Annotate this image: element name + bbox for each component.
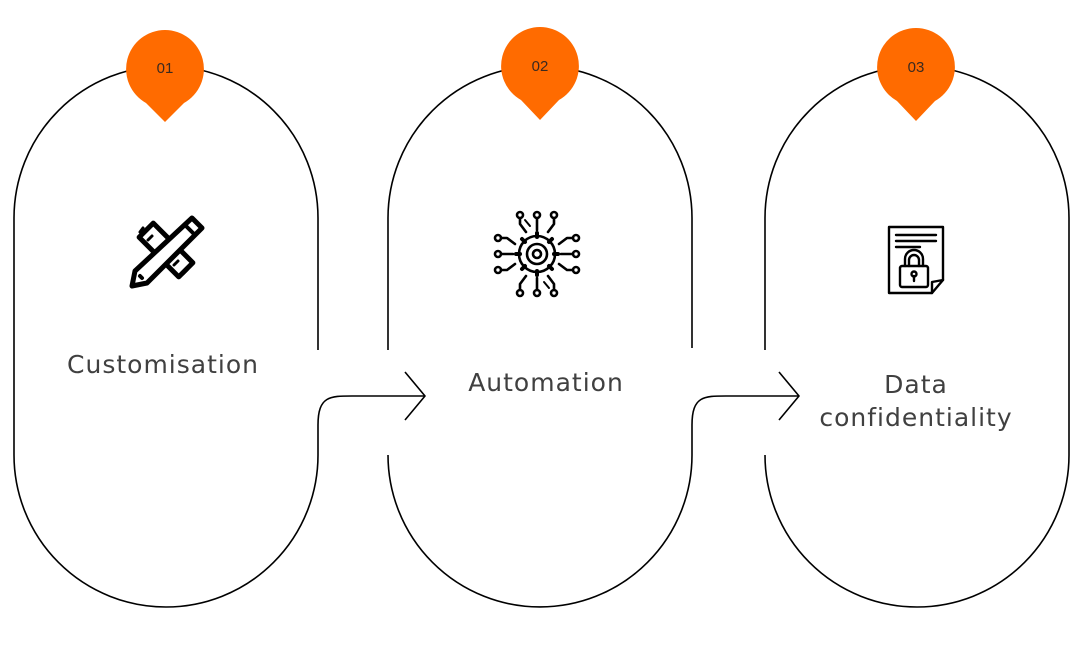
step-marker-3: 03 (877, 28, 955, 121)
step-label-3: Data confidentiality (796, 368, 1036, 434)
step-label-3-line-1: Data (884, 370, 948, 399)
arrowhead-2 (778, 371, 800, 421)
gear-circuit-icon (493, 210, 581, 298)
ruler-pencil-icon (129, 215, 205, 289)
step-number-3: 03 (908, 59, 925, 76)
stage-outline-1 (13, 65, 319, 608)
step-label-3-line-2: confidentiality (819, 403, 1013, 432)
stage-outline-2 (387, 65, 693, 608)
step-label-1-line-1: Customisation (67, 350, 259, 379)
step-number-2: 02 (532, 58, 549, 75)
step-label-2-line-1: Automation (468, 368, 624, 397)
step-label-2: Automation (426, 366, 666, 399)
connector-2-to-3 (691, 395, 798, 426)
step-marker-2: 02 (501, 27, 579, 120)
step-number-1: 01 (157, 60, 174, 77)
arrowhead-1 (404, 371, 426, 421)
connector-1-to-2 (317, 395, 424, 426)
locked-document-icon (887, 225, 945, 295)
step-marker-1: 01 (126, 30, 204, 122)
step-label-1: Customisation (43, 348, 283, 381)
stage-outline-3 (764, 65, 1070, 608)
